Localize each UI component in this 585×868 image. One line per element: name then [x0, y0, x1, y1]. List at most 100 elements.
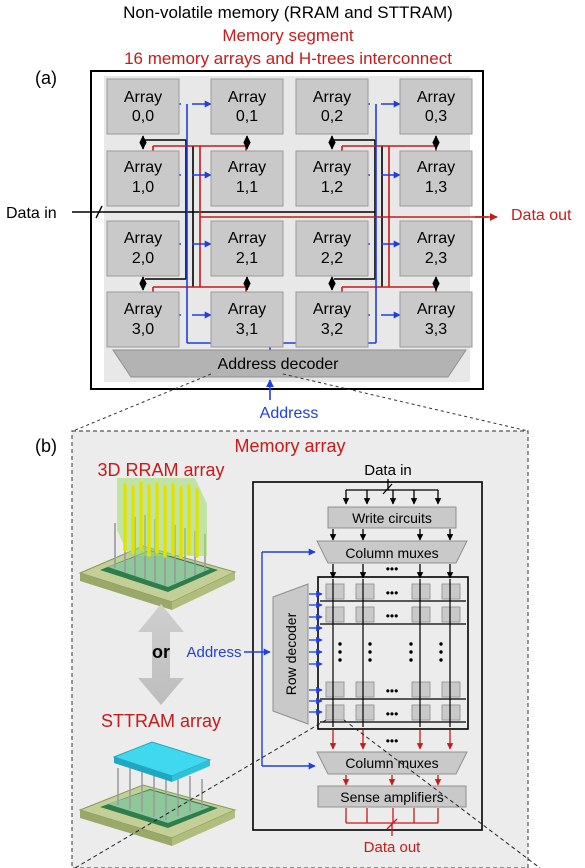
header-title: Non-volatile memory (RRAM and STTRAM) — [123, 3, 453, 22]
word-lines — [320, 600, 466, 723]
mux-to-array-arrows — [329, 564, 454, 579]
array-3-2-index: 3,2 — [321, 321, 343, 338]
bit-lines — [332, 579, 451, 727]
data-in-label: Data in — [6, 205, 57, 222]
array-0-2-index: 0,2 — [321, 108, 343, 125]
array-box-3-1 — [210, 291, 284, 348]
dots-top-mux: ••• — [386, 562, 399, 576]
column-muxes-bottom-label: Column muxes — [345, 755, 438, 771]
array-dots: ••• ••• ••• ••• — [338, 586, 443, 721]
dots-row3: ••• — [386, 684, 399, 698]
double-arrow-or — [138, 604, 184, 705]
array-3-0-index: 3,0 — [132, 321, 154, 338]
sttram-illustration — [78, 741, 237, 846]
array-box-0-0 — [106, 78, 180, 135]
mux-to-sense-red-arrows — [342, 775, 442, 786]
array-2-1-title: Array — [228, 230, 266, 247]
zoom-guide-lines — [72, 373, 529, 432]
array-box-1-2 — [295, 150, 369, 207]
write-circuits-block — [327, 506, 457, 529]
column-muxes-top-label: Column muxes — [345, 545, 438, 561]
row-decoder-label: Row decoder — [283, 612, 299, 695]
array-box-0-1 — [210, 78, 284, 135]
sense-amplifiers-block — [317, 785, 467, 808]
column-muxes-bottom-block — [316, 751, 468, 775]
sense-amplifiers-label: Sense amplifiers — [340, 789, 444, 805]
array-3-1-index: 3,1 — [236, 321, 258, 338]
cell-grid — [325, 583, 461, 721]
array-0-2-title: Array — [313, 89, 351, 106]
array-3-1-title: Array — [228, 301, 266, 318]
address-decoder-block — [112, 349, 467, 378]
data-in-bus-slash — [95, 205, 103, 219]
panel-b-address-label: Address — [186, 644, 241, 661]
array-0-0-index: 0,0 — [132, 108, 154, 125]
array-box-0-3 — [399, 78, 473, 135]
panel-b-address-lines — [244, 548, 316, 770]
h-tree-data-in — [72, 139, 383, 287]
vertical-link-arrows — [139, 135, 440, 291]
h-tree-data-out — [152, 145, 488, 294]
array-2-0-title: Array — [124, 230, 162, 247]
or-label: or — [152, 642, 170, 662]
dots-bottom: ••• — [386, 734, 399, 748]
address-decoder-label: Address decoder — [218, 356, 340, 373]
array-1-2-title: Array — [313, 159, 351, 176]
rram-label: 3D RRAM array — [97, 460, 224, 480]
row-decoder-outputs — [309, 590, 323, 716]
array-0-3-title: Array — [417, 89, 455, 106]
array-box-3-3 — [399, 291, 473, 348]
array-box-3-2 — [295, 291, 369, 348]
dots-row1: ••• — [386, 586, 399, 600]
array-1-0-index: 1,0 — [132, 179, 154, 196]
array-box-3-0 — [106, 291, 180, 348]
array-2-0-index: 2,0 — [132, 250, 154, 267]
memory-array-title: Memory array — [234, 436, 345, 456]
array-3-3-title: Array — [417, 301, 455, 318]
array-labels: Array 0,0 Array 0,1 Array 0,2 Array 0,3 … — [124, 89, 455, 338]
array-1-0-title: Array — [124, 159, 162, 176]
array-2-3-title: Array — [417, 230, 455, 247]
array-to-mux-red-arrows — [329, 730, 454, 750]
array-3-3-index: 3,3 — [425, 321, 447, 338]
array-box-2-0 — [106, 220, 180, 277]
dots-row4: ••• — [386, 707, 399, 721]
array-1-1-index: 1,1 — [236, 179, 258, 196]
sttram-label: STTRAM array — [101, 711, 221, 731]
array-0-1-title: Array — [228, 89, 266, 106]
array-box-2-2 — [295, 220, 369, 277]
data-out-bus — [345, 808, 439, 836]
rram-3d-illustration — [78, 478, 237, 610]
array-2-1-index: 2,1 — [236, 250, 258, 267]
array-0-1-index: 0,1 — [236, 108, 258, 125]
internal-data-in-label: Data in — [364, 462, 412, 479]
write-to-mux-arrows — [329, 529, 454, 541]
array-box-2-1 — [210, 220, 284, 277]
array-0-3-index: 0,3 — [425, 108, 447, 125]
dots-row2: ••• — [386, 609, 399, 623]
address-label: Address — [260, 405, 319, 422]
array-1-3-title: Array — [417, 159, 455, 176]
data-in-bus — [342, 479, 442, 505]
array-3-0-title: Array — [124, 301, 162, 318]
write-circuits-label: Write circuits — [352, 510, 432, 526]
array-box-2-3 — [399, 220, 473, 277]
array-box-1-3 — [399, 150, 473, 207]
array-1-2-index: 1,2 — [321, 179, 343, 196]
array-1-1-title: Array — [228, 159, 266, 176]
cell-zoom-guides — [74, 719, 541, 868]
row-decoder-block — [272, 583, 309, 725]
array-2-2-index: 2,2 — [321, 250, 343, 267]
array-1-3-index: 1,3 — [425, 179, 447, 196]
data-out-label: Data out — [511, 207, 572, 224]
array-2-2-title: Array — [313, 230, 351, 247]
panel-b-label: (b) — [35, 436, 57, 456]
array-0-0-title: Array — [124, 89, 162, 106]
array-grid — [106, 78, 473, 348]
array-2-3-index: 2,3 — [425, 250, 447, 267]
column-muxes-top-block — [316, 540, 468, 564]
header-subtitle: Memory segment — [222, 26, 354, 45]
internal-data-out-label: Data out — [364, 839, 422, 856]
panel-a-label: (a) — [35, 68, 57, 88]
